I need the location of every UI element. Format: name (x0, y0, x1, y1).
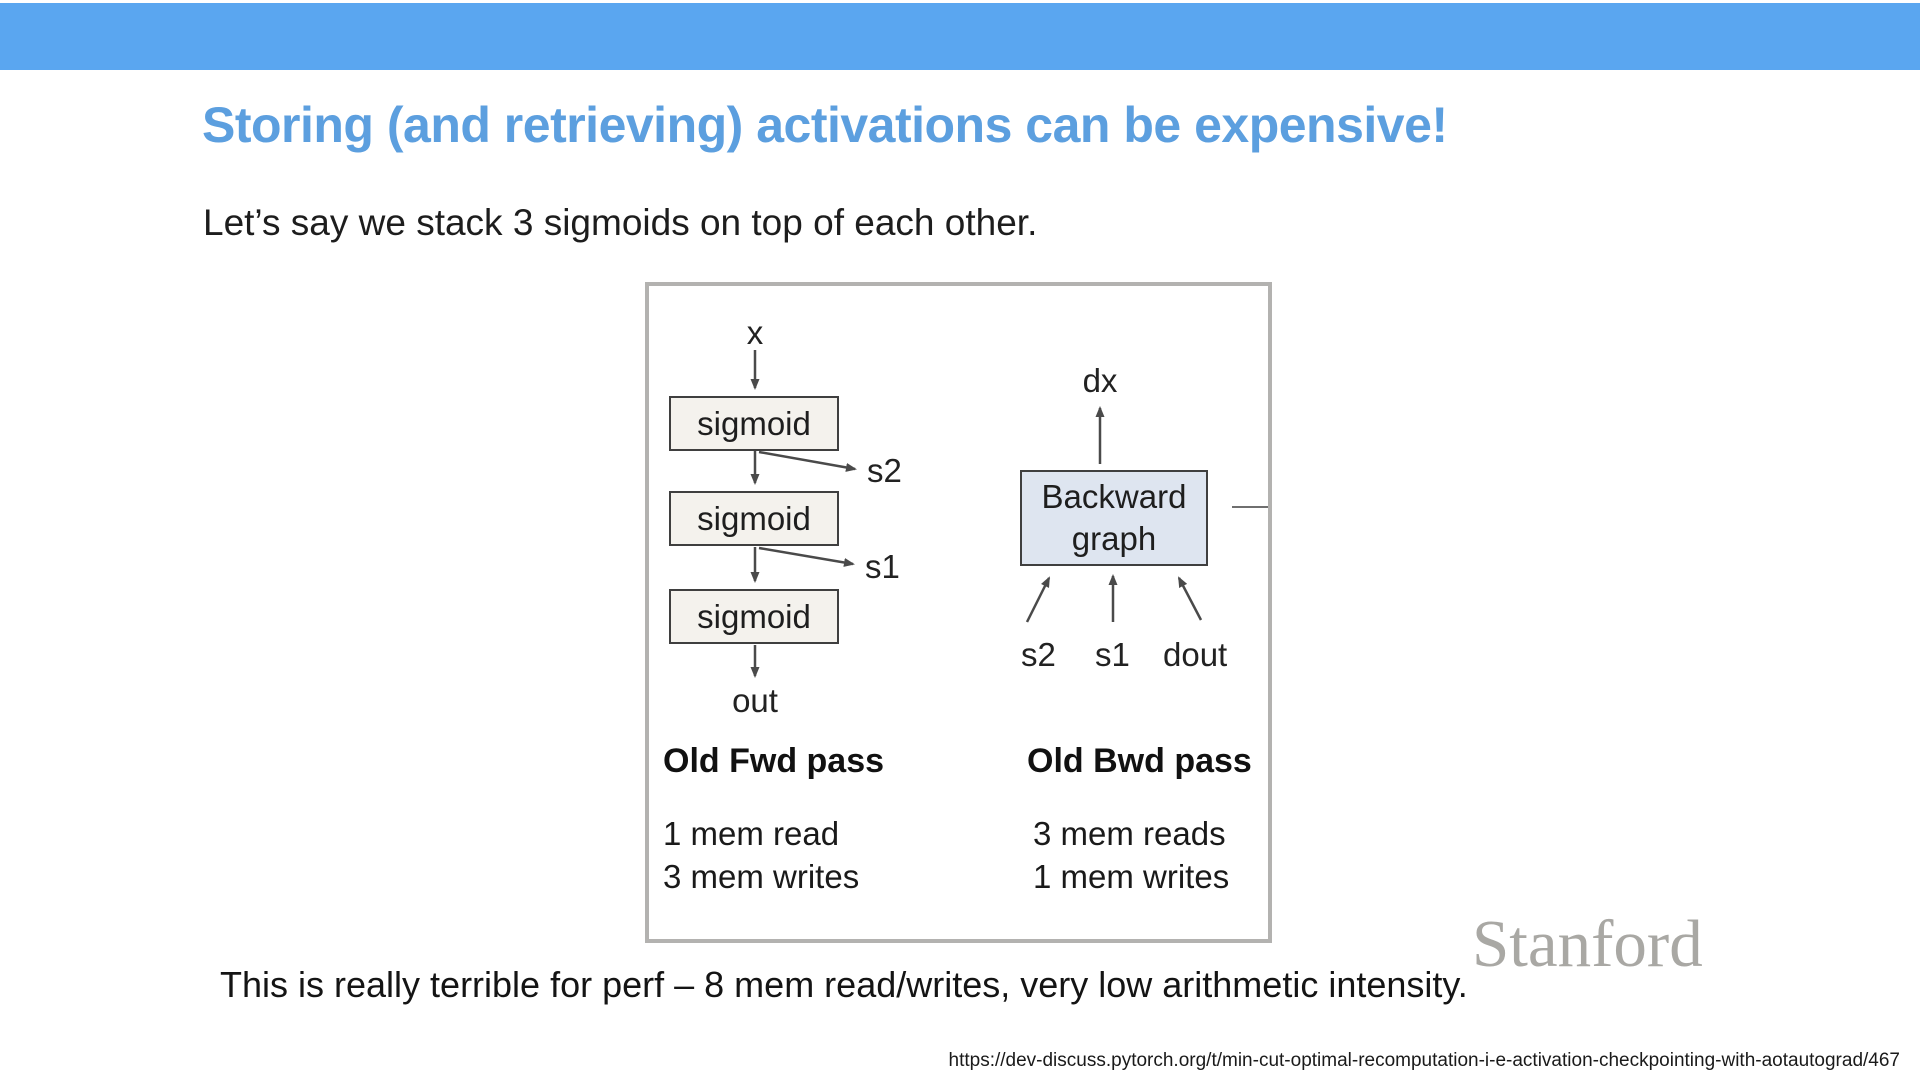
diagram-panel: x sigmoid sigmoid sigmoid s2 s1 out dx B… (645, 282, 1272, 943)
fwd-output-label: out (732, 682, 778, 719)
backward-graph-label-line2: graph (1071, 520, 1157, 557)
fwd-stat-line-2: 3 mem writes (663, 858, 860, 895)
bwd-input-label-dout: dout (1163, 636, 1228, 673)
top-accent-bar (0, 3, 1920, 70)
bwd-stat-line-2: 1 mem writes (1033, 858, 1230, 895)
backward-graph-box: Backward graph (1020, 470, 1208, 566)
bwd-heading: Old Bwd pass (1027, 742, 1252, 780)
fwd-input-label: x (746, 314, 764, 351)
bwd-stats: 3 mem reads 1 mem writes (1033, 812, 1229, 898)
source-url: https://dev-discuss.pytorch.org/t/min-cu… (948, 1050, 1901, 1071)
arrow-dout-to-backward (1177, 576, 1203, 621)
bwd-stat-line-1: 3 mem reads (1033, 815, 1226, 852)
backward-graph-label-line1: Backward (1041, 478, 1187, 515)
arrow-s2-to-backward (1025, 576, 1051, 623)
fwd-heading: Old Fwd pass (663, 742, 885, 780)
fwd-layer-box-2: sigmoid (669, 491, 839, 546)
intro-text: Let’s say we stack 3 sigmoids on top of … (203, 202, 1038, 243)
bwd-output-label: dx (1082, 362, 1118, 399)
bwd-input-label-s1: s1 (1095, 636, 1130, 673)
fwd-stats: 1 mem read 3 mem writes (663, 812, 859, 898)
fwd-layer-box-1: sigmoid (669, 396, 839, 451)
fwd-saved-label-s1: s1 (865, 548, 900, 585)
arrow-save-s1 (758, 546, 855, 567)
fwd-stat-line-1: 1 mem read (663, 815, 840, 852)
fwd-saved-label-s2: s2 (867, 452, 902, 489)
fwd-layer-box-3: sigmoid (669, 589, 839, 644)
diagram-arrows (750, 350, 1268, 678)
slide-title: Storing (and retrieving) activations can… (202, 97, 1448, 153)
arrow-save-s2 (758, 450, 857, 472)
bwd-input-label-s2: s2 (1021, 636, 1056, 673)
stanford-logo: Stanford (1472, 907, 1703, 981)
conclusion-text: This is really terrible for perf – 8 mem… (220, 964, 1468, 1005)
